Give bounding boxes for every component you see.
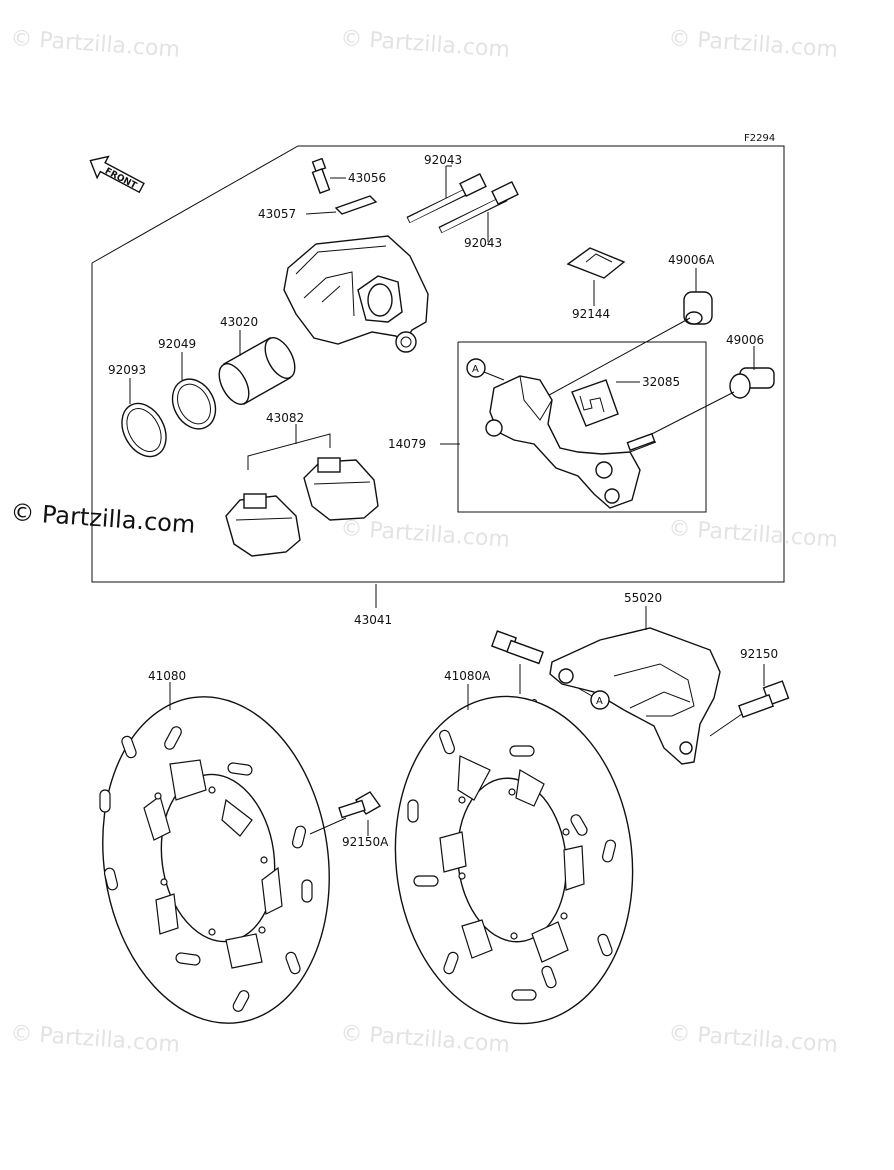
watermark: © Partzilla.com bbox=[340, 26, 511, 63]
part-label-92043-lower: 92043 bbox=[464, 236, 502, 250]
part-label-41080: 41080 bbox=[148, 669, 186, 683]
part-label-14079: 14079 bbox=[388, 437, 426, 451]
part-label-92049: 92049 bbox=[158, 337, 196, 351]
piston bbox=[218, 337, 296, 405]
part-label-92144: 92144 bbox=[572, 307, 610, 321]
boot-49006 bbox=[729, 367, 775, 399]
caliper-bracket bbox=[485, 375, 657, 509]
part-label-41080A: 41080A bbox=[444, 669, 491, 683]
caliper-pin-lower bbox=[438, 180, 519, 234]
piston-seal bbox=[171, 378, 217, 430]
caliper-body bbox=[283, 235, 429, 353]
part-label-43041: 43041 bbox=[354, 613, 392, 627]
watermark: © Partzilla.com bbox=[340, 516, 511, 553]
figure-code: F2294 bbox=[744, 133, 775, 144]
part-label-43082: 43082 bbox=[266, 411, 304, 425]
bracket-box bbox=[457, 341, 707, 513]
brake-disc-41080 bbox=[99, 696, 330, 1024]
front-arrow: FRONT bbox=[89, 155, 145, 194]
part-label-43056: 43056 bbox=[348, 171, 386, 185]
part-label-43020: 43020 bbox=[220, 315, 258, 329]
brake-disc-41080A bbox=[394, 695, 634, 1025]
watermark: © Partzilla.com bbox=[10, 26, 181, 63]
caliper-holder bbox=[549, 627, 721, 765]
part-label-92150-right: 92150 bbox=[740, 647, 778, 661]
boot-49006A bbox=[683, 291, 713, 325]
watermark: © Partzilla.com bbox=[668, 516, 839, 553]
pad-spring bbox=[334, 195, 378, 215]
part-label-92043-upper: 92043 bbox=[424, 153, 462, 167]
bleed-screw bbox=[311, 157, 346, 194]
main-watermark: © Partzilla.com bbox=[10, 498, 197, 539]
watermark: © Partzilla.com bbox=[668, 26, 839, 63]
brake-pad-left bbox=[225, 493, 301, 557]
watermark: © Partzilla.com bbox=[668, 1021, 839, 1058]
caliper-pin-upper bbox=[406, 172, 487, 224]
assembly-frame bbox=[91, 145, 785, 583]
pad-clip bbox=[566, 247, 626, 279]
dust-seal bbox=[121, 402, 167, 458]
pad-spring-32085 bbox=[571, 379, 619, 427]
bolt-92150-right bbox=[738, 680, 790, 719]
part-label-43057: 43057 bbox=[258, 207, 296, 221]
front-label: FRONT bbox=[103, 166, 139, 191]
watermark: © Partzilla.com bbox=[10, 1021, 181, 1058]
part-label-49006A: 49006A bbox=[668, 253, 715, 267]
bolt-92150-left bbox=[490, 630, 544, 665]
part-label-92093: 92093 bbox=[108, 363, 146, 377]
circle-marker-a: A bbox=[472, 364, 479, 375]
part-label-92150A: 92150A bbox=[342, 835, 389, 849]
watermark: © Partzilla.com bbox=[340, 1021, 511, 1058]
brake-pad-right bbox=[303, 457, 379, 521]
part-label-32085: 32085 bbox=[642, 375, 680, 389]
part-label-49006: 49006 bbox=[726, 333, 764, 347]
circle-marker-a-holder: A bbox=[596, 696, 603, 707]
disc-screw bbox=[338, 791, 382, 819]
part-label-55020: 55020 bbox=[624, 591, 662, 605]
